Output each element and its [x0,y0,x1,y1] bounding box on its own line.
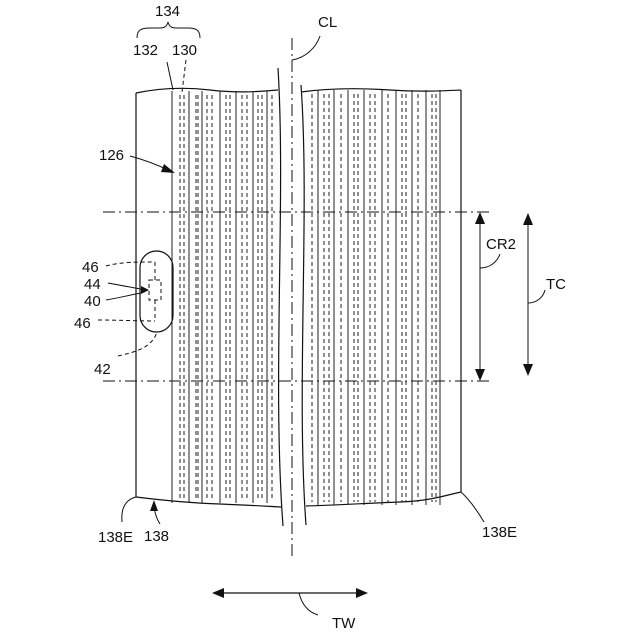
label-46-top: 46 [82,259,99,276]
top-edge-left [136,88,278,93]
break-line-left [278,68,283,526]
cl-leader [292,36,320,60]
label-126: 126 [99,147,124,164]
leader-138E-left [122,497,136,522]
leader-132 [167,62,173,90]
tw-arrow [212,588,368,615]
label-138E-left: 138E [98,529,133,546]
label-42: 42 [94,361,111,378]
break-line-right [301,85,306,525]
label-138: 138 [144,528,169,545]
label-tc: TC [546,276,566,293]
leader-130 [182,60,186,92]
top-edge-right [301,89,461,92]
label-130: 130 [172,42,197,59]
sensor-chip [149,280,161,300]
label-134: 134 [155,3,180,20]
label-cr2: CR2 [486,236,516,253]
label-46-bottom: 46 [74,315,91,332]
label-138E-right: 138E [482,524,517,541]
label-132: 132 [133,42,158,59]
cord-layer-pattern [172,90,440,505]
leader-138E-right [461,492,484,522]
label-tw: TW [332,615,356,632]
label-40: 40 [84,293,101,310]
leader-46-bottom [98,320,155,321]
bottom-edge-left [136,497,281,507]
tc-dimension [523,213,545,376]
label-cl: CL [318,14,337,31]
leader-46-top [106,262,155,266]
leader-42 [118,332,157,356]
label-44: 44 [84,276,101,293]
brace-134 [137,22,200,38]
